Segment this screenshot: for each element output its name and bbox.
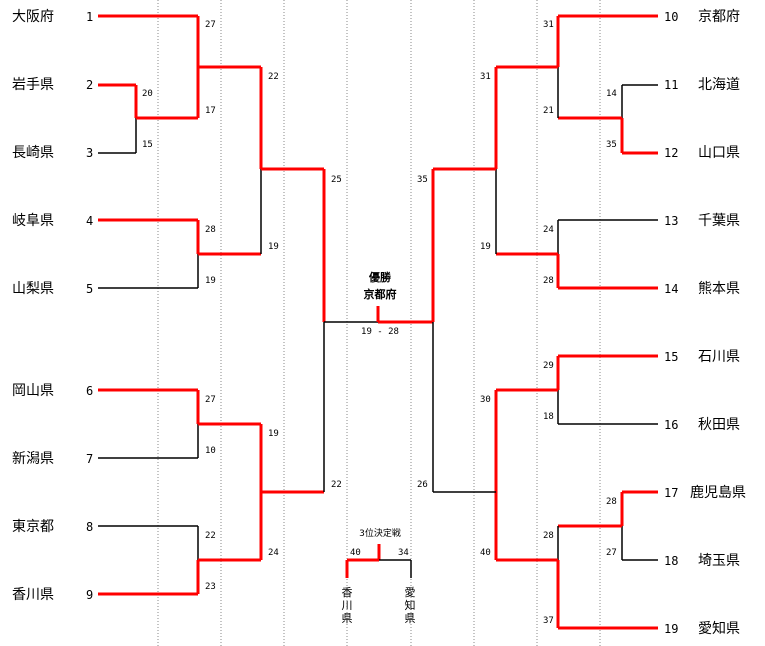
right-team-19: 愛知県	[698, 621, 740, 637]
left-seed-7: 7	[86, 452, 94, 466]
right-seed-17: 17	[664, 486, 679, 500]
right-team-14: 熊本県	[698, 281, 740, 297]
score-r1718: 28	[543, 531, 554, 541]
third-place-right-team: 愛知県	[404, 586, 416, 625]
left-team-6: 岡山県	[12, 383, 54, 399]
right-seed-10: 10	[664, 10, 679, 24]
score-l8: 22	[205, 531, 216, 541]
score-l3: 15	[142, 140, 153, 150]
score-l1v: 22	[268, 72, 279, 82]
right-seed-11: 11	[664, 78, 679, 92]
final-score: 19 - 28	[361, 327, 399, 337]
left-team-2: 岩手県	[12, 77, 54, 93]
left-seed-8: 8	[86, 520, 94, 534]
right-seed-15: 15	[664, 350, 679, 364]
right-seed-13: 13	[664, 214, 679, 228]
left-team-8: 東京都	[12, 519, 54, 535]
score-rtop2: 19	[480, 242, 491, 252]
left-seed-5: 5	[86, 282, 94, 296]
score-l67: 19	[268, 429, 279, 439]
score-r16: 18	[543, 412, 554, 422]
right-team-13: 千葉県	[698, 213, 740, 229]
right-seed-14: 14	[664, 282, 679, 296]
score-ltop: 25	[331, 175, 342, 185]
right-team-16: 秋田県	[698, 417, 740, 433]
right-team-11: 北海道	[698, 77, 740, 93]
left-team-9: 香川県	[12, 587, 54, 603]
score-r15: 29	[543, 361, 554, 371]
score-rb: 40	[480, 548, 491, 558]
left-seed-3: 3	[86, 146, 94, 160]
left-seed-6: 6	[86, 384, 94, 398]
third-place-left-team: 香川県	[341, 586, 353, 625]
score-r17: 28	[606, 497, 617, 507]
third-place-title: 3位決定戦	[359, 529, 401, 539]
right-team-10: 京都府	[698, 9, 740, 25]
score-rtopf: 35	[417, 175, 428, 185]
score-l45: 19	[268, 242, 279, 252]
score-l9: 23	[205, 582, 216, 592]
right-team-17: 鹿児島県	[690, 485, 746, 501]
score-l1: 27	[205, 20, 216, 30]
left-seed-9: 9	[86, 588, 94, 602]
score-l7: 10	[205, 446, 216, 456]
score-r14: 28	[543, 276, 554, 286]
right-seed-12: 12	[664, 146, 679, 160]
score-rbotf: 26	[417, 480, 428, 490]
score-r19: 37	[543, 616, 554, 626]
score-l5: 19	[205, 276, 216, 286]
score-r1516: 30	[480, 395, 491, 405]
right-seed-16: 16	[664, 418, 679, 432]
left-team-7: 新潟県	[12, 451, 54, 467]
left-team-5: 山梨県	[12, 281, 54, 297]
score-rtop1: 31	[480, 72, 491, 82]
score-l89: 24	[268, 548, 279, 558]
score-r10: 31	[543, 20, 554, 30]
right-team-18: 埼玉県	[698, 553, 740, 569]
left-team-1: 大阪府	[12, 9, 54, 25]
score-r12: 35	[606, 140, 617, 150]
score-l2v: 17	[205, 106, 216, 116]
score-l6: 27	[205, 395, 216, 405]
score-l2: 20	[142, 89, 153, 99]
score-r18: 27	[606, 548, 617, 558]
score-lbot: 22	[331, 480, 342, 490]
score-r11: 14	[606, 89, 617, 99]
third-place-right-score: 34	[398, 548, 409, 558]
right-seed-19: 19	[664, 622, 679, 636]
left-seed-4: 4	[86, 214, 94, 228]
right-team-15: 石川県	[698, 349, 740, 365]
champion-title: 優勝	[369, 271, 391, 284]
left-seed-2: 2	[86, 78, 94, 92]
score-r13: 24	[543, 225, 554, 235]
champion-name: 京都府	[363, 288, 397, 301]
left-team-3: 長崎県	[12, 145, 54, 161]
third-place-left-score: 40	[350, 548, 361, 558]
right-team-12: 山口県	[698, 145, 740, 161]
right-seed-18: 18	[664, 554, 679, 568]
score-r1112: 21	[543, 106, 554, 116]
left-team-4: 岐阜県	[12, 213, 54, 229]
left-seed-1: 1	[86, 10, 94, 24]
score-l4: 28	[205, 225, 216, 235]
